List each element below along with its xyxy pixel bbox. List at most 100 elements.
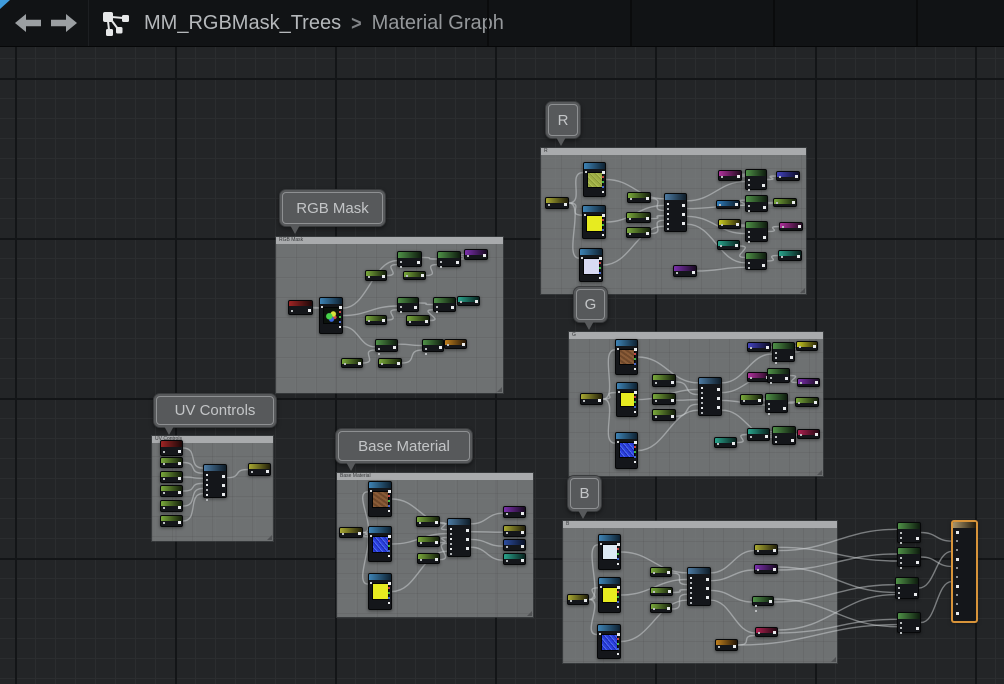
node-bm_tall[interactable] xyxy=(447,518,471,557)
pin[interactable] xyxy=(898,587,900,589)
pin[interactable] xyxy=(775,436,777,438)
pin[interactable] xyxy=(435,558,438,561)
pin[interactable] xyxy=(769,600,772,603)
pin[interactable] xyxy=(701,397,703,399)
node-r_t2[interactable] xyxy=(582,205,606,239)
pin[interactable] xyxy=(521,512,524,515)
pin[interactable] xyxy=(222,475,225,478)
pin[interactable] xyxy=(266,470,269,473)
pin[interactable] xyxy=(599,277,601,279)
node-r_yel[interactable] xyxy=(718,219,741,229)
pin[interactable] xyxy=(748,267,750,269)
node-m_p4[interactable] xyxy=(406,315,430,326)
pin[interactable] xyxy=(634,446,636,448)
pin[interactable] xyxy=(440,261,442,263)
pin[interactable] xyxy=(617,606,619,608)
pin[interactable] xyxy=(717,388,720,391)
pin[interactable] xyxy=(775,357,777,359)
pin[interactable] xyxy=(602,176,604,178)
pin[interactable] xyxy=(956,594,958,596)
pin[interactable] xyxy=(570,600,572,602)
pin[interactable] xyxy=(717,406,720,409)
pin[interactable] xyxy=(178,477,181,480)
node-m_m5[interactable] xyxy=(375,339,398,355)
node-g_m1[interactable] xyxy=(772,342,795,364)
pin[interactable] xyxy=(548,204,550,206)
pin[interactable] xyxy=(163,492,165,494)
pin[interactable] xyxy=(682,213,685,216)
pin[interactable] xyxy=(617,558,619,560)
pin[interactable] xyxy=(706,587,709,590)
pin[interactable] xyxy=(755,605,757,607)
node-m_red[interactable] xyxy=(288,300,313,315)
pin[interactable] xyxy=(617,348,619,350)
node-m_tea[interactable] xyxy=(457,296,480,306)
pin[interactable] xyxy=(406,275,408,277)
node-b_org[interactable] xyxy=(715,639,738,651)
pin[interactable] xyxy=(222,493,225,496)
pin[interactable] xyxy=(617,543,620,546)
pin[interactable] xyxy=(748,236,750,238)
pin[interactable] xyxy=(737,175,740,178)
node-m_m6[interactable] xyxy=(422,339,444,355)
pin[interactable] xyxy=(956,585,959,588)
pin[interactable] xyxy=(521,531,524,534)
pin[interactable] xyxy=(466,547,469,550)
pin[interactable] xyxy=(667,571,670,574)
pin[interactable] xyxy=(790,356,793,359)
node-r_blu[interactable] xyxy=(716,200,740,209)
node-r_tall[interactable] xyxy=(664,193,687,232)
pin[interactable] xyxy=(450,543,452,545)
pin[interactable] xyxy=(617,648,619,650)
pin[interactable] xyxy=(581,257,583,259)
pin[interactable] xyxy=(900,567,902,569)
pin[interactable] xyxy=(653,591,655,593)
pin[interactable] xyxy=(602,191,604,193)
pin[interactable] xyxy=(178,521,181,524)
pin[interactable] xyxy=(775,352,777,354)
node-r_m3[interactable] xyxy=(745,221,768,243)
node-g_cri[interactable] xyxy=(797,429,820,439)
pin[interactable] xyxy=(388,602,390,604)
pin[interactable] xyxy=(629,218,631,220)
pin[interactable] xyxy=(451,306,454,309)
pin[interactable] xyxy=(733,645,736,648)
pin[interactable] xyxy=(736,223,739,226)
node-u_p3[interactable] xyxy=(160,485,183,497)
pin[interactable] xyxy=(763,236,766,239)
pin[interactable] xyxy=(506,560,508,562)
pin[interactable] xyxy=(956,576,958,578)
pin[interactable] xyxy=(748,241,750,243)
pin[interactable] xyxy=(617,638,619,640)
node-g_t2[interactable] xyxy=(616,382,638,417)
pin[interactable] xyxy=(462,343,465,346)
pin[interactable] xyxy=(251,471,253,473)
pin[interactable] xyxy=(735,203,738,206)
pin[interactable] xyxy=(439,346,442,349)
pin[interactable] xyxy=(900,632,902,634)
pin[interactable] xyxy=(388,540,390,542)
node-bm_t1[interactable] xyxy=(368,481,392,517)
node-m_p3[interactable] xyxy=(365,315,387,325)
pin[interactable] xyxy=(178,462,181,465)
pin[interactable] xyxy=(339,306,342,309)
node-g_te2[interactable] xyxy=(747,428,770,441)
pin[interactable] xyxy=(163,463,165,465)
pin[interactable] xyxy=(776,202,778,204)
pin[interactable] xyxy=(748,231,750,233)
pin[interactable] xyxy=(671,415,674,418)
pin[interactable] xyxy=(599,267,601,269)
pin[interactable] xyxy=(717,397,720,400)
pin[interactable] xyxy=(388,582,391,585)
pin[interactable] xyxy=(671,381,674,384)
node-m_p5[interactable] xyxy=(341,358,363,368)
comment-bubble-g[interactable]: G xyxy=(573,286,608,330)
pin[interactable] xyxy=(634,461,636,463)
pin[interactable] xyxy=(720,245,722,247)
pin[interactable] xyxy=(344,363,346,365)
pin[interactable] xyxy=(900,557,902,559)
pin[interactable] xyxy=(717,443,719,445)
pin[interactable] xyxy=(450,538,452,540)
pin[interactable] xyxy=(339,316,341,318)
node-bm_p3[interactable] xyxy=(417,553,440,564)
